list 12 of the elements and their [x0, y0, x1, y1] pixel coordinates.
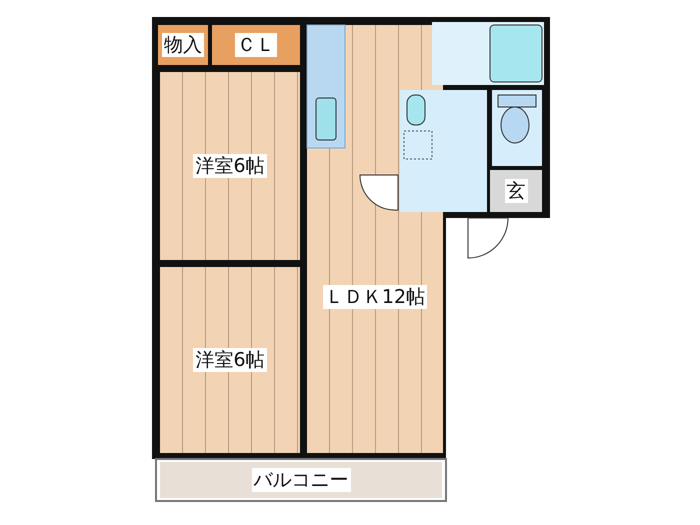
room-floor — [160, 267, 300, 453]
room-label: ＬＤＫ12帖 — [322, 285, 428, 309]
room-floor — [490, 170, 542, 212]
room-label: 洋室6帖 — [193, 348, 267, 372]
room-label: 洋室6帖 — [193, 154, 267, 178]
room-floor — [160, 72, 300, 260]
room-floor — [212, 25, 300, 65]
room-label: ＣＬ — [235, 33, 277, 57]
room-label: バルコニー — [252, 468, 350, 492]
room-floor — [158, 25, 208, 65]
room-label: 玄 — [504, 179, 528, 203]
room-label: 物入 — [162, 33, 204, 57]
